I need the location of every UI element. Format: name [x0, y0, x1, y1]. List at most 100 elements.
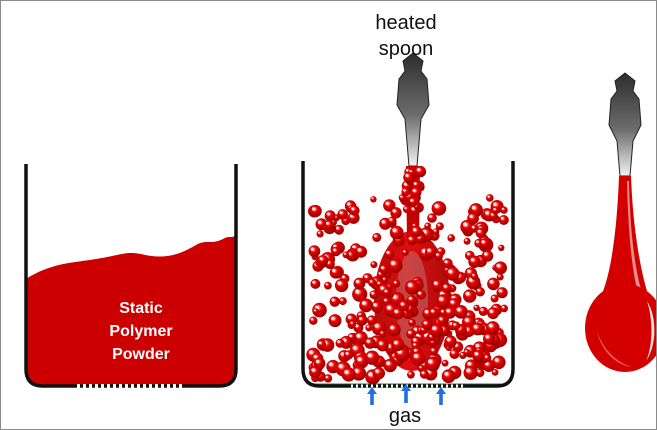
polymer-bead-highlight [368, 372, 373, 377]
polymer-bead-highlight [338, 364, 343, 369]
polymer-bead-highlight [448, 235, 451, 238]
polymer-bead-highlight [499, 245, 501, 248]
polymer-bead-highlight [369, 280, 372, 283]
polymer-bead [411, 351, 426, 366]
polymer-bead-highlight [464, 239, 467, 242]
polymer-bead [359, 298, 373, 313]
polymer-bead [449, 349, 460, 359]
polymer-bead-highlight [412, 189, 416, 192]
polymer-bead [447, 234, 456, 242]
polymer-bead [401, 187, 411, 197]
polymer-bead [436, 294, 451, 309]
polymer-bead [387, 323, 401, 337]
polymer-bead-highlight [429, 215, 432, 218]
polymer-bead-highlight [355, 289, 360, 294]
fluidized-container-walls [301, 161, 515, 388]
polymer-bead [441, 369, 456, 384]
polymer-bead [470, 272, 479, 280]
polymer-bead-highlight [328, 362, 333, 367]
polymer-bead [331, 246, 341, 257]
polymer-bead [404, 280, 420, 295]
polymer-bead [437, 315, 448, 326]
heated-spoon-label: heated spoon [351, 10, 461, 62]
polymer-bead-highlight [501, 306, 504, 309]
polymer-bead-highlight [427, 359, 433, 364]
polymer-bead-highlight [469, 214, 473, 218]
polymer-bead-highlight [400, 195, 403, 198]
polymer-bead-highlight [392, 228, 397, 233]
polymer-bead-highlight [494, 358, 499, 362]
polymer-bead [317, 255, 329, 266]
polymer-bead-highlight [331, 298, 335, 302]
polymer-bead-highlight [335, 226, 339, 230]
polymer-bead [379, 264, 389, 275]
polymer-bead-highlight [371, 197, 374, 200]
polymer-bead-highlight [330, 316, 335, 321]
polymer-bead-highlight [368, 317, 372, 320]
polymer-bead-highlight [450, 300, 454, 304]
polymer-bead [471, 322, 485, 336]
polymer-bead [308, 245, 321, 258]
polymer-bead [369, 290, 379, 300]
polymer-bead [342, 251, 350, 259]
polymer-bead-highlight [492, 370, 495, 373]
polymer-bead-highlight [475, 343, 479, 348]
polymer-bead [357, 315, 367, 325]
polymer-bead [491, 206, 500, 215]
polymer-bead-highlight [492, 296, 495, 299]
polymer-bead-highlight [373, 303, 377, 307]
polymer-bead-highlight [403, 250, 406, 253]
polymer-bead-highlight [364, 275, 368, 278]
polymer-bead-highlight [438, 248, 441, 252]
polymer-bead [468, 255, 481, 268]
polymer-bead-highlight [350, 321, 353, 324]
polymer-bead [349, 320, 357, 328]
polymer-bead-highlight [421, 371, 425, 374]
polymer-bead [473, 304, 480, 311]
polymer-bead [431, 201, 447, 216]
polymer-bead-highlight [490, 213, 494, 216]
polymer-bead-highlight [378, 341, 383, 345]
polymer-bead [310, 278, 321, 289]
coated-spoon-handle [608, 72, 642, 177]
polymer-bead-highlight [423, 321, 427, 325]
polymer-bead-highlight [433, 281, 438, 285]
polymer-bead [481, 250, 494, 262]
polymer-bead-highlight [339, 211, 343, 214]
polymer-bead-highlight [480, 308, 483, 311]
polymer-bead [478, 306, 488, 316]
polymer-bead-highlight [430, 309, 434, 313]
polymer-bead-highlight [378, 272, 381, 275]
polymer-bead-highlight [463, 222, 467, 227]
polymer-bead-highlight [470, 258, 474, 262]
polymer-bead [316, 339, 327, 349]
coated-spoon-bowl [585, 284, 656, 372]
polymer-bead-highlight [325, 375, 328, 379]
polymer-bead-highlight [345, 352, 349, 355]
polymer-bead-highlight [389, 218, 392, 221]
polymer-bead-highlight [421, 248, 426, 253]
polymer-bead-highlight [443, 284, 447, 288]
polymer-bead-highlight [312, 280, 315, 284]
polymer-bead-highlight [464, 350, 467, 353]
polymer-bead-highlight [333, 248, 336, 252]
polymer-bead [366, 315, 377, 326]
polymer-bead-highlight [408, 237, 412, 240]
heated-spoon-label-line1: heated [375, 12, 437, 34]
polymer-bead-highlight [371, 291, 374, 295]
polymer-bead-highlight [409, 170, 412, 173]
polymer-bead [391, 338, 405, 352]
polymer-bead [355, 245, 368, 258]
polymer-bead-highlight [432, 326, 436, 330]
polymer-bead [445, 266, 460, 281]
polymer-bead-highlight [400, 302, 404, 306]
polymer-bead-highlight [413, 353, 418, 358]
polymer-bead-highlight [331, 268, 336, 273]
polymer-bead [338, 297, 347, 306]
polymer-bead-highlight [408, 330, 411, 334]
polymer-bead-highlight [315, 359, 320, 364]
polymer-bead [316, 230, 324, 238]
polymer-bead-highlight [474, 352, 478, 356]
polymer-bead [492, 355, 506, 370]
polymer-bead-highlight [477, 369, 480, 373]
